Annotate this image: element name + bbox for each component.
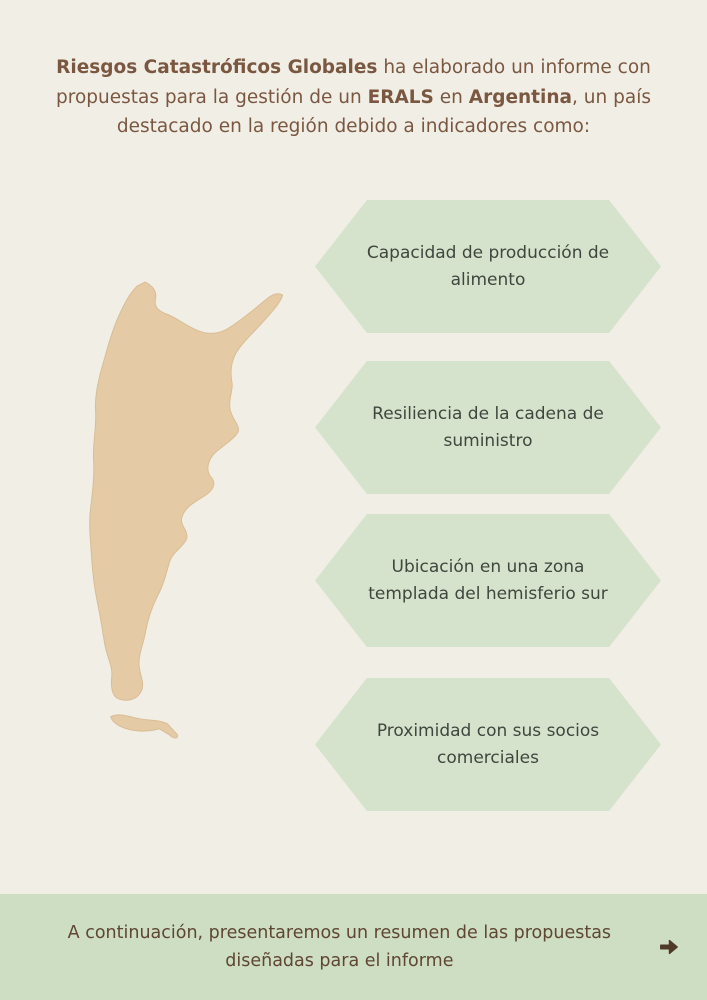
indicator-hexagon-trade-partners: Proximidad con sus socios comerciales (315, 678, 661, 811)
indicator-label: Resiliencia de la cadena de suministro (372, 404, 604, 451)
indicator-label: Ubicación en una zona templada del hemis… (368, 557, 608, 604)
intro-country: Argentina (468, 86, 573, 108)
intro-org-name: Riesgos Catastróficos Globales (56, 57, 378, 78)
intro-segment: en (433, 86, 469, 108)
arrow-right-icon[interactable] (655, 935, 683, 959)
intro-erals: ERALS (367, 86, 434, 108)
footer-band: A continuación, presentaremos un resumen… (0, 894, 707, 1000)
argentina-map (52, 278, 304, 748)
argentina-silhouette (89, 281, 284, 739)
indicator-hexagon-food-production: Capacidad de producción de alimento (315, 200, 661, 333)
indicator-label: Capacidad de producción de alimento (366, 243, 610, 290)
intro-text: Riesgos Catastróficos Globales ha elabor… (54, 53, 654, 142)
indicator-hexagon-temperate-zone: Ubicación en una zona templada del hemis… (315, 514, 661, 647)
intro-segment: ha elaborado un informe con propuestas p… (56, 57, 651, 108)
indicator-hexagon-supply-chain: Resiliencia de la cadena de suministro (315, 361, 661, 494)
footer-text: A continuación, presentaremos un resumen… (67, 923, 612, 971)
intro-segment: , un país destacado en la región debido … (116, 86, 651, 138)
indicator-label: Proximidad con sus socios comerciales (376, 721, 600, 768)
